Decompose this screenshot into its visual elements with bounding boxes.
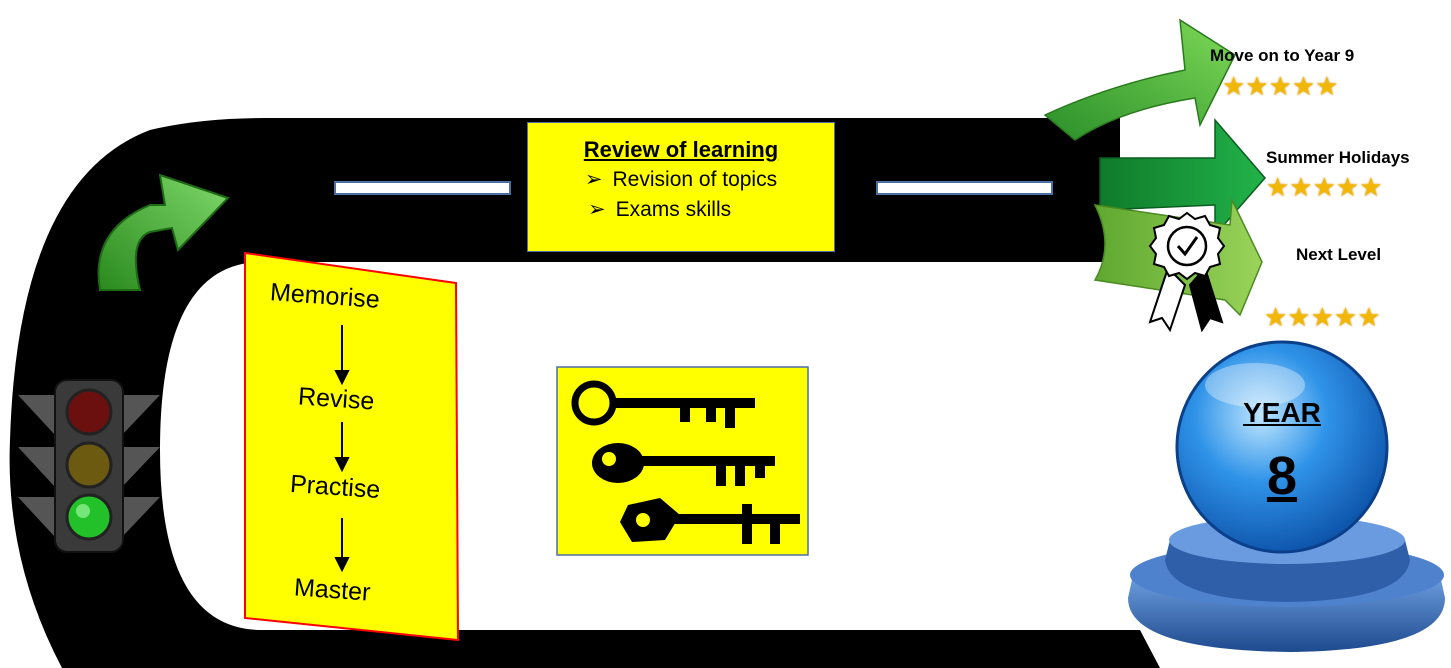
keys-icon: [556, 366, 809, 556]
year-label: YEAR: [1243, 397, 1321, 428]
star-rating: ★★★★★: [1222, 71, 1339, 102]
goal-arrow-1: [1043, 18, 1236, 141]
award-ribbon-icon: [1148, 211, 1226, 333]
steps-panel: [244, 251, 460, 642]
traffic-light-icon: [18, 379, 160, 553]
lane-marking-left: [334, 181, 511, 195]
review-of-learning-box: Review of learning ➢Revision of topics ➢…: [527, 122, 835, 252]
road: [9, 118, 1160, 668]
arrow-bullet-icon: ➢: [584, 168, 603, 191]
year-number: 8: [1266, 446, 1298, 506]
star-icon: ★★★★★: [1264, 302, 1381, 332]
review-item: ➢Revision of topics: [584, 168, 778, 191]
step-arrows: [334, 325, 350, 573]
year-badge: [1128, 340, 1445, 652]
star-icon: ★★★★★: [1266, 172, 1383, 202]
goal-label-summer: Summer Holidays: [1266, 148, 1410, 167]
review-item: ➢Exams skills: [588, 198, 732, 221]
star-icon: ★★★★★: [1222, 71, 1339, 101]
step-master: Master: [293, 573, 372, 607]
goal-label-next-level: Next Level: [1296, 245, 1382, 264]
step-practise: Practise: [289, 469, 382, 505]
turn-arrow-icon: [97, 173, 230, 291]
step-revise: Revise: [297, 382, 376, 416]
arrow-bullet-icon: ➢: [588, 198, 606, 221]
goal-label-year9: Move on to Year 9: [1210, 46, 1355, 65]
lane-marking-right: [876, 181, 1053, 195]
star-rating: ★★★★★: [1266, 172, 1383, 203]
review-title: Review of learning: [583, 137, 779, 162]
star-rating: ★★★★★: [1264, 302, 1381, 333]
